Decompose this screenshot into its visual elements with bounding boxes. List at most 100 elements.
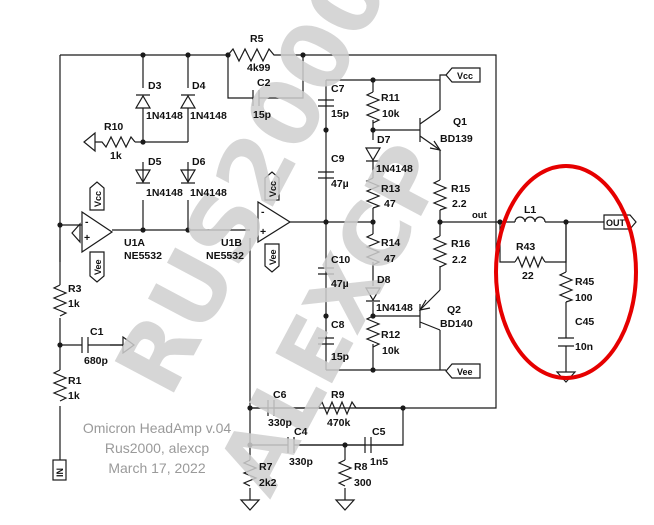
- vcc-flag-q1-icon: [445, 67, 481, 83]
- r1-ref: R1: [68, 375, 82, 387]
- d8-symbol: [364, 287, 382, 302]
- c10-symbol: [318, 267, 334, 275]
- r43-symbol: [514, 255, 546, 269]
- q2-emitter-arrow-icon: [418, 299, 431, 311]
- d6-symbol: [179, 169, 197, 184]
- vee-flag-u1a-icon: [89, 251, 105, 283]
- r13-ref: R13: [381, 183, 400, 195]
- c5-ref: C5: [372, 426, 386, 438]
- c8-value: 15p: [331, 351, 349, 363]
- r3-symbol: [52, 284, 68, 317]
- r11-ref: R11: [381, 92, 400, 104]
- r3-ref: R3: [68, 283, 82, 295]
- u1a-plus-pin: +: [84, 232, 90, 244]
- c9-ref: C9: [331, 153, 345, 165]
- r13-symbol: [365, 177, 381, 209]
- vee-label-u1a: Vee: [93, 259, 103, 275]
- c5-value: 1n5: [370, 456, 388, 468]
- c5-symbol: [364, 437, 393, 453]
- c8-symbol: [318, 337, 334, 345]
- u1a-ref: U1A: [124, 237, 145, 249]
- d5-ref: D5: [148, 156, 162, 168]
- q1-value: BD139: [440, 133, 473, 145]
- r45-symbol: [558, 271, 574, 303]
- r15-symbol: [432, 179, 448, 211]
- u1b-value: NE5532: [206, 250, 244, 262]
- d7-value: 1N4148: [376, 163, 413, 175]
- c6-ref: C6: [273, 389, 287, 401]
- vee-flag-u1b-icon: [264, 243, 280, 273]
- c2-symbol: [241, 90, 271, 106]
- c45-ref: C45: [575, 316, 594, 328]
- credit-title: Omicron HeadAmp v.04: [83, 420, 232, 436]
- d7-ref: D7: [377, 134, 391, 146]
- c1-ground-icon: [122, 335, 136, 355]
- out-port-label: OUT: [606, 218, 626, 228]
- credits: Omicron HeadAmp v.04 Rus2000, alexcp Mar…: [83, 420, 232, 476]
- r5-symbol: [227, 47, 282, 63]
- c10-ref: C10: [331, 254, 350, 266]
- r5-value: 4k99: [247, 62, 271, 74]
- d4-value: 1N4148: [190, 110, 227, 122]
- c45-symbol: [558, 337, 574, 347]
- u1a-minus-pin: -: [85, 216, 89, 228]
- r7-ground-icon: [239, 499, 261, 511]
- c1-symbol: [81, 337, 123, 353]
- r11-value: 10k: [382, 108, 400, 120]
- c1-ref: C1: [90, 326, 104, 338]
- u1a-symbol: [81, 210, 114, 254]
- vee-flag-q2-icon: [445, 363, 481, 379]
- r10-symbol: [95, 135, 136, 149]
- d6-value: 1N4148: [190, 187, 227, 199]
- d8-value: 1N4148: [376, 302, 413, 314]
- r13-value: 47: [384, 198, 396, 210]
- r1-symbol: [52, 369, 68, 402]
- vcc-flag-u1b-icon: [264, 171, 280, 201]
- q2-ref: Q2: [447, 304, 461, 316]
- u1b-plus-pin: +: [260, 226, 266, 238]
- c2-value: 15p: [253, 109, 271, 121]
- in-port-icon: [52, 459, 67, 481]
- r45-ref: R45: [575, 276, 594, 288]
- r3-value: 1k: [68, 298, 80, 310]
- r1-value: 1k: [68, 390, 80, 402]
- q1-ref: Q1: [453, 116, 467, 128]
- d4-symbol: [179, 94, 197, 109]
- r14-value: 47: [384, 253, 396, 265]
- r9-symbol: [317, 400, 357, 416]
- component-symbols: [52, 47, 637, 511]
- r7-ref: R7: [259, 461, 273, 473]
- d8-ref: D8: [377, 274, 391, 286]
- r8-symbol: [337, 459, 353, 487]
- q2-symbol: [419, 289, 441, 331]
- u1a-ground-icon: [71, 222, 81, 244]
- r7-symbol: [242, 459, 258, 487]
- r10-ref: R10: [104, 121, 123, 133]
- u1b-symbol: [257, 200, 292, 244]
- vcc-label-u1b: Vcc: [268, 181, 278, 197]
- c10-value: 47µ: [331, 278, 349, 290]
- d7-symbol: [364, 147, 382, 162]
- q1-symbol: [419, 109, 441, 151]
- c4-symbol: [287, 437, 317, 453]
- r12-symbol: [365, 315, 381, 348]
- d4-ref: D4: [192, 80, 206, 92]
- r14-symbol: [365, 233, 381, 266]
- r14-ref: R14: [381, 237, 400, 249]
- r11-symbol: [365, 91, 381, 124]
- credit-authors: Rus2000, alexcp: [105, 440, 210, 456]
- vee-label-u1b: Vee: [268, 249, 278, 265]
- c2-ref: C2: [257, 77, 271, 89]
- c6-symbol: [267, 400, 296, 416]
- net-labels: Vcc Vee Vcc Vee Vcc Vee out OUT IN + - +…: [55, 71, 626, 477]
- c7-symbol: [318, 99, 334, 107]
- d6-ref: D6: [192, 156, 206, 168]
- c45-value: 10n: [575, 341, 593, 353]
- r10-ground-icon: [83, 131, 96, 153]
- d3-value: 1N4148: [146, 110, 183, 122]
- c1-value: 680p: [84, 355, 108, 367]
- r8-value: 300: [354, 477, 372, 489]
- d5-value: 1N4148: [146, 187, 183, 199]
- r9-ref: R9: [331, 389, 345, 401]
